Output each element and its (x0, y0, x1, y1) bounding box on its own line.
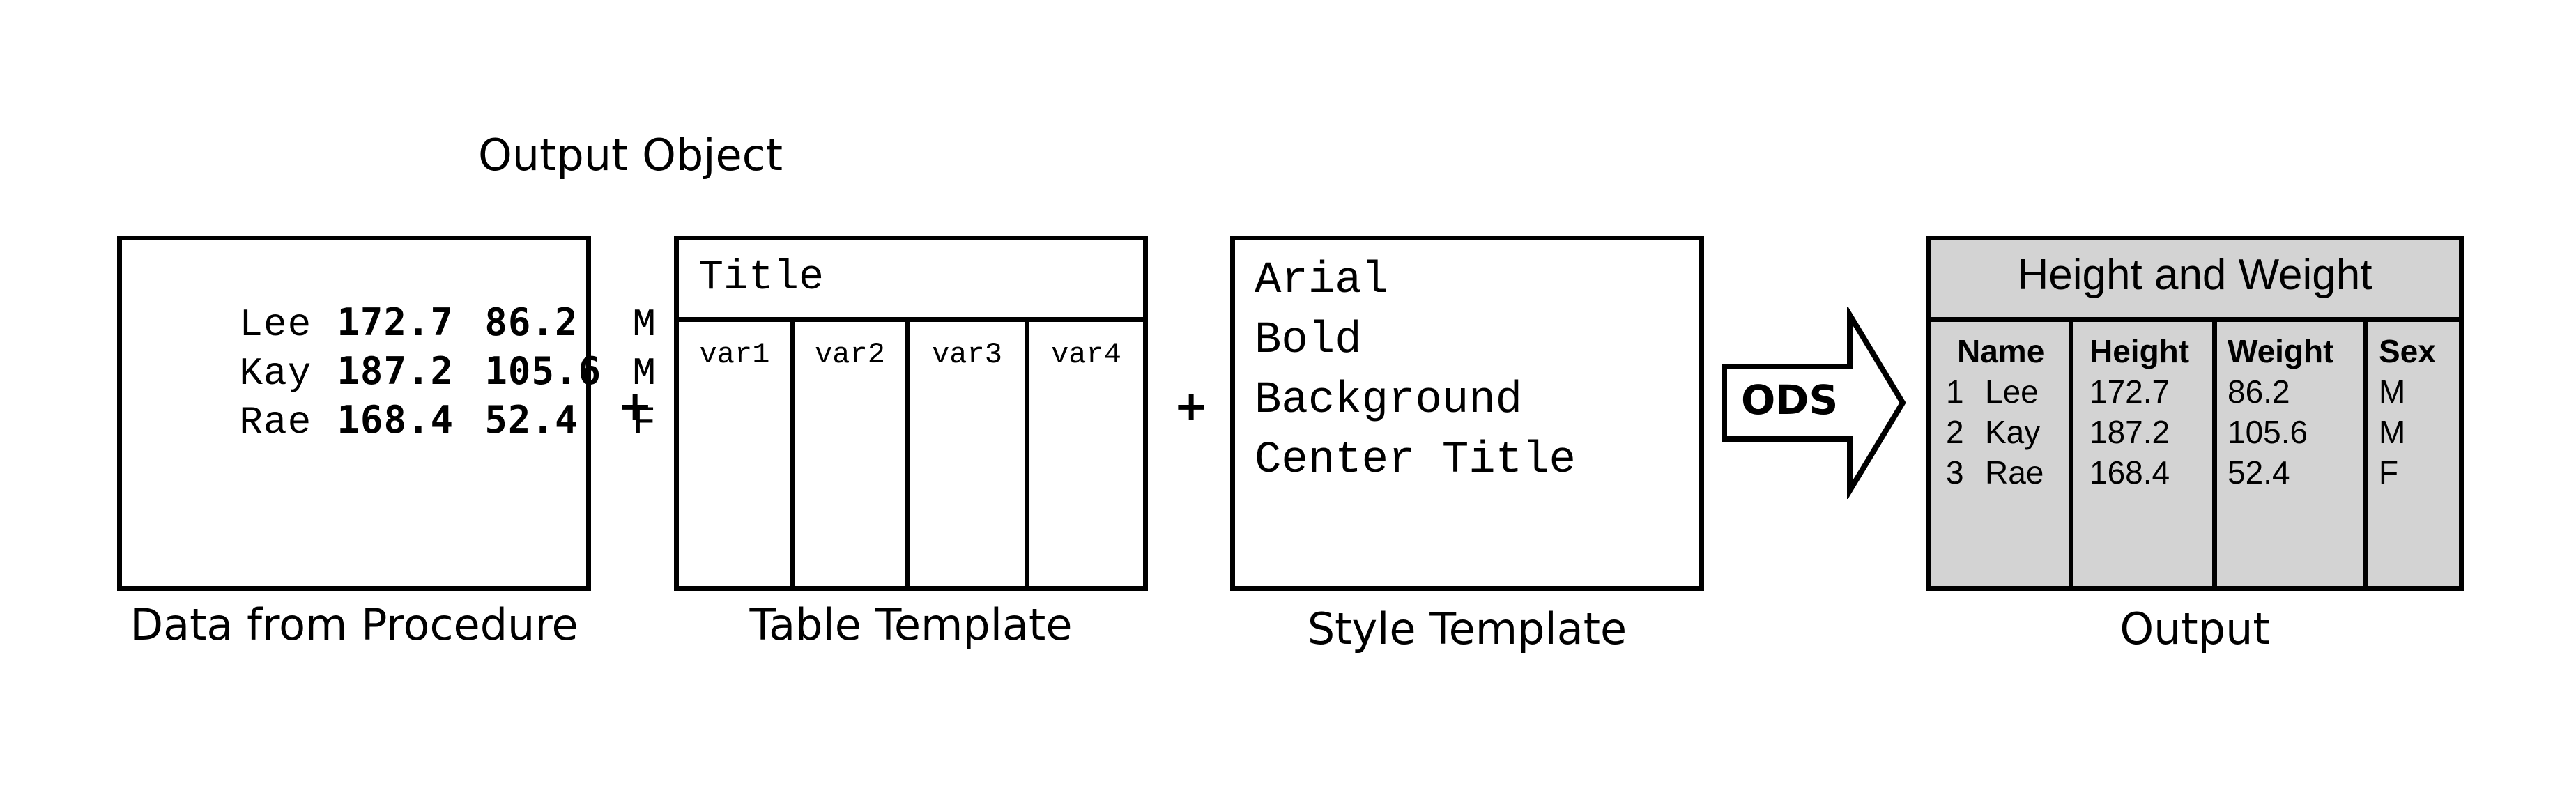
data-row: Kay 187.2 105.6 M (143, 305, 660, 440)
data-sex-cell: M (632, 351, 657, 396)
output-weight-cell: 52.4 (2228, 454, 2290, 491)
table-column-label: var1 (699, 338, 770, 371)
plus-operator: + (618, 382, 653, 431)
output-header-name: Name (1957, 333, 2045, 369)
table-template-box: Title var1 var2 var3 var4 (674, 236, 1148, 591)
table-column-divider (790, 322, 795, 586)
output-column-divider (2069, 322, 2073, 586)
data-row: Lee 172.7 86.2 M (143, 256, 660, 392)
output-name-cell: Kay (1985, 414, 2041, 450)
table-column-divider (905, 322, 910, 586)
output-height-cell: 172.7 (2090, 373, 2170, 410)
data-row: Rae 168.4 52.4 F (143, 353, 660, 489)
style-template-box: Arial Bold Background Center Title (1230, 236, 1704, 591)
output-name-cell: Rae (1985, 454, 2044, 491)
data-weight-cell: 52.4 (484, 398, 578, 442)
data-weight-cell: 86.2 (484, 300, 578, 344)
output-header-weight: Weight (2228, 333, 2334, 369)
output-weight-cell: 105.6 (2228, 414, 2308, 450)
output-row-number: 3 (1946, 454, 1964, 491)
data-weight-cell: 105.6 (484, 349, 601, 393)
style-line: Bold (1255, 316, 1362, 366)
style-line: Arial (1255, 256, 1389, 306)
output-header-sex: Sex (2379, 333, 2436, 369)
output-title-divider (1931, 317, 2459, 322)
data-height-cell: 187.2 (337, 349, 454, 393)
plus-operator: + (1174, 382, 1209, 431)
output-header-height: Height (2090, 333, 2190, 369)
output-height-cell: 168.4 (2090, 454, 2170, 491)
table-column-divider (1025, 322, 1029, 586)
table-template-title: Title (698, 254, 825, 302)
data-from-procedure-caption: Data from Procedure (130, 599, 578, 650)
data-name-cell: Rae (239, 400, 312, 445)
output-weight-cell: 86.2 (2228, 373, 2290, 410)
style-line: Background (1255, 376, 1523, 426)
output-table-title: Height and Weight (2017, 251, 2372, 299)
output-column-divider (2212, 322, 2217, 586)
table-template-caption: Table Template (749, 599, 1073, 650)
table-column-label: var4 (1051, 338, 1121, 371)
output-column-divider (2363, 322, 2368, 586)
data-height-cell: 172.7 (337, 300, 454, 344)
table-column-label: var2 (815, 338, 885, 371)
table-column-label: var3 (932, 338, 1002, 371)
output-caption: Output (2119, 603, 2270, 654)
data-sex-cell: F (632, 400, 657, 445)
data-name-cell: Lee (239, 302, 312, 347)
ods-arrow-icon (1722, 307, 1906, 499)
output-sex-cell: M (2379, 414, 2406, 450)
output-height-cell: 187.2 (2090, 414, 2170, 450)
output-table-box: Height and Weight Name Height Weight Sex… (1926, 236, 2464, 591)
output-row-number: 1 (1946, 373, 1964, 410)
output-sex-cell: F (2379, 454, 2399, 491)
output-name-cell: Lee (1985, 373, 2039, 410)
ods-label: ODS (1741, 376, 1839, 424)
data-name-cell: Kay (239, 351, 312, 396)
style-line: Center Title (1255, 436, 1576, 486)
style-template-caption: Style Template (1307, 603, 1627, 654)
output-sex-cell: M (2379, 373, 2406, 410)
output-object-label: Output Object (478, 130, 783, 180)
output-row-number: 2 (1946, 414, 1964, 450)
data-height-cell: 168.4 (337, 398, 454, 442)
table-template-divider (679, 317, 1143, 322)
data-sex-cell: M (632, 302, 657, 347)
